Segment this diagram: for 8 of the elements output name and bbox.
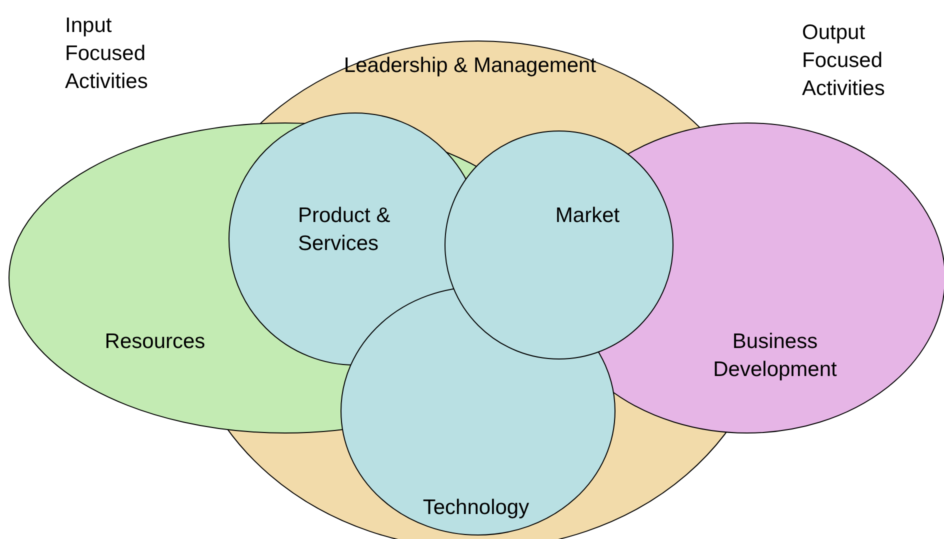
ellipse-label: Leadership & Management xyxy=(342,53,598,79)
side-note: Output Focused Activities xyxy=(802,20,886,102)
ellipse-label: Technology xyxy=(422,495,530,521)
ellipse-label: Product & Services xyxy=(298,203,392,257)
ellipse-label: Market xyxy=(554,203,621,229)
ellipse-label: Resources xyxy=(104,329,206,355)
ellipse-label: Business Development xyxy=(712,329,838,383)
side-note: Input Focused Activities xyxy=(65,13,149,95)
